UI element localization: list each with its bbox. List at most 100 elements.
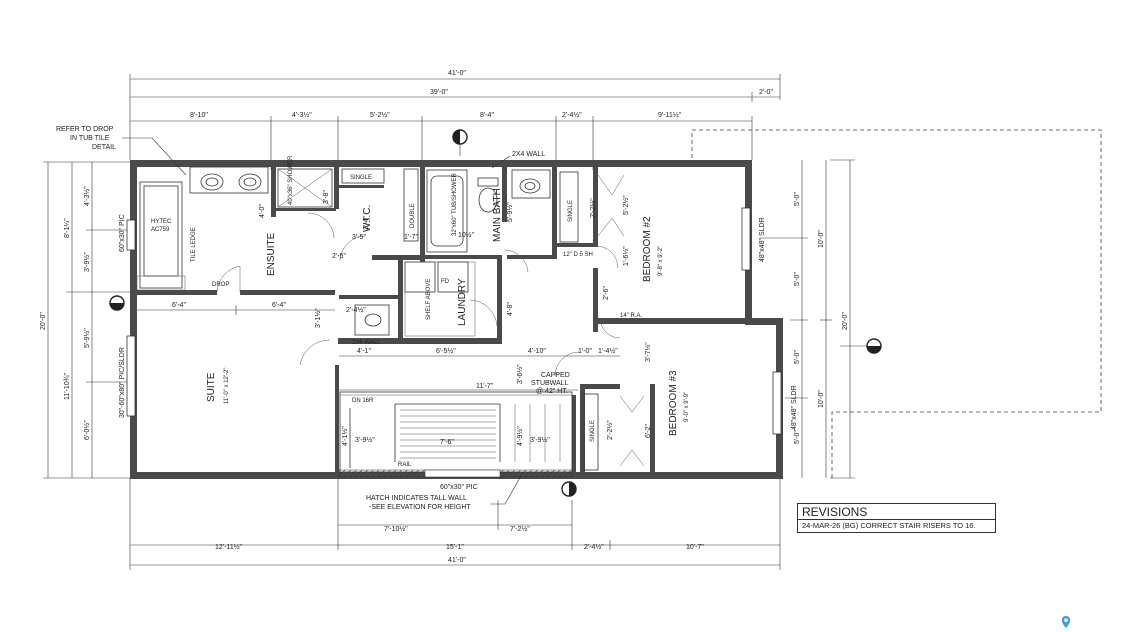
dim-right-inner-1: 5'-0" [794,272,801,286]
dim-right-mid-1: 10'-0" [818,390,825,408]
dim-bed2-a: 2'-2½" [589,198,597,218]
top-dimensions: 41'-0" 39'-0" 2'-0" 8'-10" 4'-3½" 5'-2½"… [129,70,781,170]
capped-0: CAPPED [541,372,570,379]
tub-label-1: AC759 [151,227,170,233]
dim-laundry-a: 2'-4½" [346,306,366,314]
shower-label: 40"x36" SHOWER [288,155,294,205]
dim-laundry-b: 3'-1½" [314,308,322,328]
refer-note-0: REFER TO DROP [56,126,114,133]
bottom-dimensions: 7'-10½" 7'-2½" 12'-11½" 15'-1" 2'-4½" 10… [129,478,781,570]
dim-bottom-sub-0: 7'-10½" [384,525,408,533]
capped-2: @ 42" HT. [536,388,568,395]
dim-overall-top: 41'-0" [448,70,466,77]
dim-stair-run: 11'-7" [476,383,494,390]
room-bedroom2: BEDROOM #2 [642,216,653,282]
revisions-entry: 24-MAR-26 (BG) CORRECT STAIR RISERS TO 1… [802,521,976,530]
dim-stair-c: 4'-9½" [516,426,524,446]
room-wic: W.I.C. [362,205,373,232]
interior-dimensions: 6'-4" 6'-4" 4'-1" 6'-5½" 4'-10" 1'-0" 1'… [137,190,652,446]
dim-bottom-seg-0: 12'-11½" [215,543,243,551]
dim-right-inner-2: 5'-0" [794,350,801,364]
dim-left-outer: 20'-0" [40,312,47,330]
dim-wic-c: 2'-4" [363,216,370,230]
dim-bath-a: 5'-9½" [506,202,514,222]
capped-1: STUBWALL [531,380,569,387]
room-bedroom3-size: 9'-0" x 9'-9" [684,392,690,422]
single-bed2-label: SINGLE [568,200,574,222]
room-main-bath: MAIN BATH [492,188,503,242]
room-bedroom2-size: 9'-8" x 9'-2" [658,246,664,276]
shelf-label: SHELF ABOVE [426,279,432,320]
window-markers [126,207,782,435]
window-left-bottom: 30"-60"x80" PIC/SLDR [119,347,126,418]
dim-bed2-d: 2'-6" [603,286,610,300]
dim-right-mid-0: 10'-0" [818,230,825,248]
dim-right-inner-0: 5'-0" [794,192,801,206]
room-laundry: LAUNDRY [457,278,468,326]
map-pin-icon[interactable] [1059,615,1073,629]
hatch-note-0: HATCH INDICATES TALL WALL [366,495,467,502]
dim-ens-a: 4'-0" [259,204,266,218]
dn-label: DN 16R [352,398,374,404]
refer-note-2: DETAIL [92,144,116,151]
dim-bed3-a: 2'-2½" [606,420,614,440]
hatch-note-1: -SEE ELEVATION FOR HEIGHT [369,504,471,511]
dim-bottom-overall: 41'-0" [448,557,466,564]
door-swings [216,212,621,377]
dim-suite-w1: 6'-4" [172,302,186,309]
room-labels: SUITE 11'-0" x 12'-2" ENSUITE W.I.C. LAU… [206,188,690,436]
rail-label: RAIL [398,462,412,468]
interior-walls [137,167,748,476]
dim-stub: 3'-6½" [516,364,524,384]
fd-label: FD [441,279,450,285]
dim-left-mid-bottom: 11'-10¾" [64,372,71,400]
dim-ens-b: 3'-8" [323,190,330,204]
single-top-label: SINGLE [350,175,372,181]
tile-ledge [136,275,186,291]
window-left-top: 60"x30" PIC [119,214,126,252]
dim-left-inner-1: 3'-9½" [83,252,91,272]
adjacent-unit-outline [691,129,1102,478]
dim-bed2-c: 1'-6½" [622,246,630,266]
revisions-divider [798,519,995,520]
room-suite: SUITE [206,372,217,402]
section-marker-icon [109,129,882,497]
room-ensuite: ENSUITE [266,232,277,276]
room-suite-size: 11'-0" x 12'-2" [224,368,230,404]
dim-stair-d: 4'-1½" [341,426,349,446]
notes: REFER TO DROP IN TUB TILE DETAIL 2X4 WAL… [56,126,642,511]
tile-ledge-label: TILE LEDGE [191,227,197,262]
main-bath-tub [426,169,468,253]
wall-2x4-label: 2X4 WALL [512,151,545,158]
bathtub [139,181,183,289]
dim-top-seg-4: 2'-4½" [562,111,582,119]
dim-hall1: 4'-1" [357,348,371,355]
ra-top-label: 14" R.A. [620,313,642,319]
tub-label-0: HYTEC [151,219,172,225]
bath-tub-label: 32"x60" TUB/SHOWER [452,173,458,237]
dim-right-outer: 20'-0" [842,312,849,330]
dim-bottom-seg-3: 10'-7" [686,544,704,551]
left-dimensions: 20'-0" 8'-1¼" 11'-10¾" 4'-3½" 3'-9½" 5'-… [40,161,132,479]
dim-left-inner-0: 4'-3½" [83,186,91,206]
dim-stair-a: 3'-9½" [355,436,375,444]
dim-stair-w: 7'-6" [440,439,454,446]
ensuite-shower [277,168,333,208]
revisions-box: REVISIONS 24-MAR-26 (BG) CORRECT STAIR R… [797,503,996,533]
wall-2x6-label: 2X6 WALL [352,340,381,346]
window-right-top: 48"x48" SLDR [759,217,766,262]
right-dimensions: 20'-0" 10'-0" 10'-0" 5'-0" 5'-0" 5'-0" 5… [759,159,855,479]
fixtures: HYTEC AC759 TILE LEDGE 40"x36" SHOWER SI… [136,155,645,471]
dim-top-right: 2'-0" [759,89,773,96]
dim-top-seg-5: 9'-11½" [658,111,682,119]
window-right-bottom: 48"x48" SLDR [791,385,798,430]
dim-wic-a: 3'-5" [352,234,366,241]
double-label: DOUBLE [410,203,416,228]
dim-top-seg-0: 8'-10" [190,112,208,119]
dim-stair-b: 3'-9½" [530,436,550,444]
dim-right-inner-3: 5'-0" [794,430,801,444]
dim-left-mid-top: 8'-1¼" [64,218,71,238]
refer-note-1: IN TUB TILE [70,135,110,142]
dim-hall5: 1'-4½" [598,347,618,355]
